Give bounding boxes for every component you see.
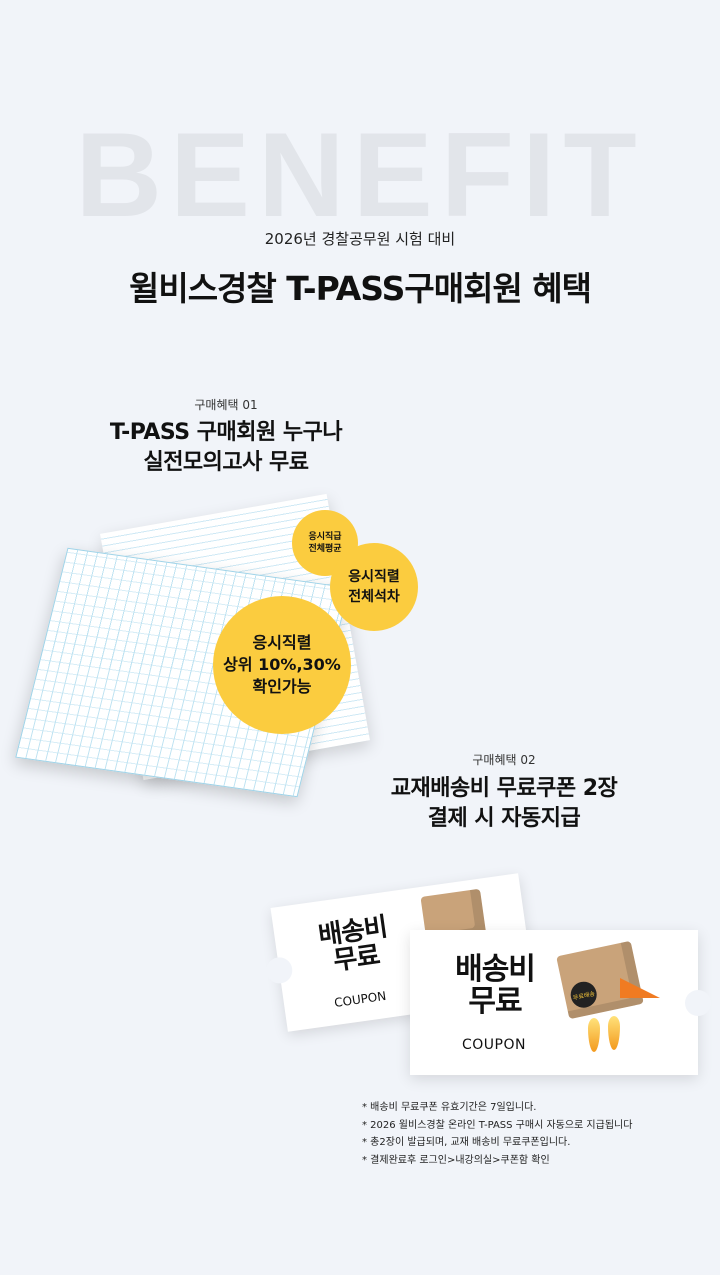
- benefit2-line1: 교재배송비 무료쿠폰 2장: [390, 776, 618, 801]
- rocket-box-icon: 무료배송: [556, 940, 644, 1020]
- flame-icon: [588, 1018, 600, 1052]
- benefit1-heading: T-PASS 구매회원 누구나 실전모의고사 무료: [46, 418, 406, 478]
- benefit1-label: 구매혜택 01: [194, 398, 258, 412]
- note: * 배송비 무료쿠폰 유효기간은 7일입니다.: [362, 1102, 537, 1113]
- note: * 2026 윌비스경찰 온라인 T-PASS 구매시 자동으로 지급됩니다: [362, 1119, 633, 1131]
- header-subtitle: 2026년 경찰공무원 시험 대비: [264, 230, 456, 248]
- benefit2-label: 구매혜택 02: [472, 753, 536, 767]
- coupon-word: COUPON: [462, 1037, 526, 1053]
- coupon-title1: 배송비: [455, 952, 536, 987]
- note: * 결제완료후 로그인>내강의실>쿠폰함 확인: [362, 1154, 550, 1166]
- benefit2-line2: 결제 시 자동지급: [427, 806, 581, 831]
- coupon-notes: * 배송비 무료쿠폰 유효기간은 7일입니다. * 2026 윌비스경찰 온라인…: [362, 1099, 632, 1169]
- note: * 총2장이 발급되며, 교재 배송비 무료쿠폰입니다.: [362, 1137, 571, 1148]
- flame-icon: [608, 1016, 620, 1050]
- rocket-fin-icon: [620, 978, 660, 998]
- coupon-title2: 무료: [468, 983, 522, 1019]
- page-title: 윌비스경찰 T-PASS구매회원 혜택: [128, 269, 592, 308]
- benefit1-line2: 실전모의고사 무료: [143, 450, 309, 475]
- benefit-watermark: BENEFIT: [75, 108, 645, 242]
- benefit2-heading: 교재배송비 무료쿠폰 2장 결제 시 자동지급: [324, 774, 684, 834]
- box-stamp: 무료배송: [568, 979, 600, 1011]
- benefit1-line1: T-PASS 구매회원 누구나: [109, 420, 343, 445]
